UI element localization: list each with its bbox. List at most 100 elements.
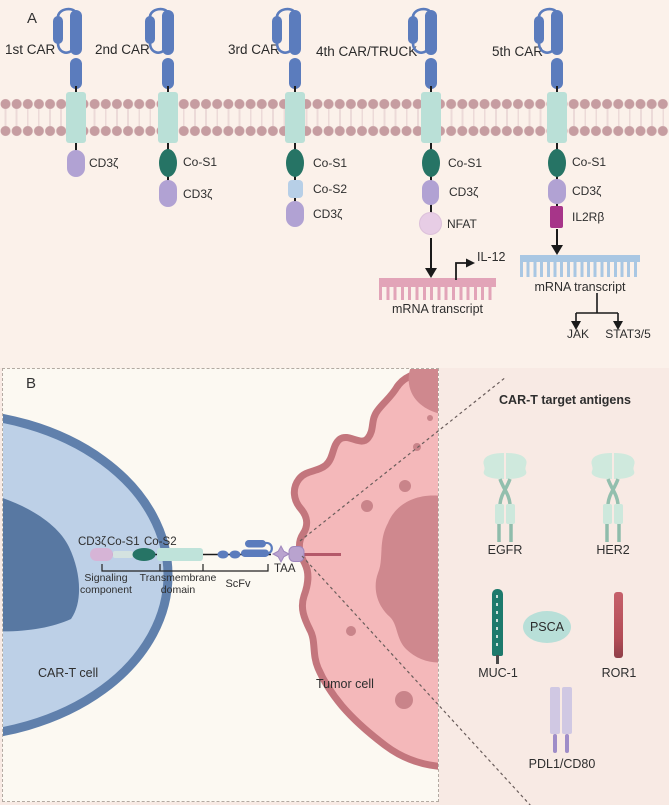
cell-membrane bbox=[0, 98, 669, 137]
jak-stat-branch bbox=[571, 293, 623, 330]
pdl1-stem bbox=[553, 734, 557, 753]
car1-transmembrane-domain bbox=[66, 92, 86, 143]
car3-cos2-domain bbox=[288, 180, 303, 198]
car1-cd3z-domain bbox=[67, 150, 85, 177]
car4-cd3z-domain bbox=[422, 180, 439, 205]
car2-title: 2nd CAR bbox=[95, 42, 150, 57]
egfr-label: EGFR bbox=[487, 543, 523, 557]
car5-il2rb-label: IL2Rβ bbox=[572, 210, 605, 224]
car5-mrna-label: mRNA transcript bbox=[534, 280, 626, 294]
car2-cos1-domain bbox=[159, 149, 177, 177]
car4-mrna-transcript bbox=[379, 278, 496, 300]
ror1-antigen-icon bbox=[614, 592, 623, 658]
car4-cd3z-label: CD3ζ bbox=[449, 185, 479, 199]
construct-linker-2 bbox=[229, 550, 241, 559]
scfv-head-icon bbox=[272, 7, 301, 89]
car2-cd3z-domain bbox=[159, 180, 177, 207]
region-brackets bbox=[101, 564, 269, 572]
psca-label: PSCA bbox=[529, 620, 565, 634]
car3-title: 3rd CAR bbox=[228, 42, 280, 57]
car-t-cell-label: CAR-T cell bbox=[38, 666, 99, 680]
psca-antigen-icon: PSCA bbox=[523, 611, 571, 643]
taa-antigen-star bbox=[271, 544, 291, 564]
car1-spine bbox=[75, 143, 77, 155]
car1-cd3z-label: CD3ζ bbox=[89, 156, 119, 170]
car5-cos1-label: Co-S1 bbox=[572, 155, 607, 169]
car4-cos1-domain bbox=[422, 149, 440, 177]
car3-cos1-domain bbox=[286, 149, 304, 177]
signaling-component-label: Signaling component bbox=[80, 572, 132, 596]
scfv-label: ScFv bbox=[225, 578, 251, 590]
car-t-cell-body bbox=[3, 413, 173, 737]
construct-cd3z bbox=[90, 548, 113, 561]
car4-title: 4th CAR/TRUCK bbox=[316, 44, 418, 59]
egfr-receptor-icon bbox=[483, 453, 527, 542]
car5-arrow-head bbox=[551, 245, 563, 255]
construct-cos1 bbox=[113, 551, 133, 558]
car5-mrna-transcript bbox=[520, 255, 640, 277]
stat-label: STAT3/5 bbox=[605, 327, 651, 341]
construct-cos2-label: Co-S2 bbox=[144, 536, 177, 548]
jak-label: JAK bbox=[566, 327, 589, 341]
car5-cos1-domain bbox=[548, 149, 566, 177]
il12-label: IL-12 bbox=[477, 250, 506, 264]
construct-transmembrane bbox=[157, 548, 203, 561]
antigen-panel-title: CAR-T target antigens bbox=[499, 393, 631, 407]
pdl1-bar-icon bbox=[550, 687, 560, 734]
panel-b-letter: B bbox=[26, 375, 37, 392]
her2-label: HER2 bbox=[596, 543, 630, 557]
muc1-stem bbox=[496, 655, 499, 664]
tumor-cell-label: Tumor cell bbox=[316, 677, 374, 691]
construct-linker-1 bbox=[217, 550, 229, 559]
muc1-antigen-icon bbox=[492, 589, 503, 656]
car3-transmembrane-domain bbox=[285, 92, 305, 143]
car-t-cell-nucleus bbox=[3, 498, 80, 632]
scfv-head-icon bbox=[534, 7, 563, 89]
car2-transmembrane-domain bbox=[158, 92, 178, 143]
construct-cos1-label: Co-S1 bbox=[107, 536, 140, 548]
car4-arrow-line bbox=[430, 238, 432, 269]
il12-bent-arrow bbox=[455, 258, 475, 280]
car3-cos2-label: Co-S2 bbox=[313, 182, 348, 196]
car3-cd3z-label: CD3ζ bbox=[313, 207, 343, 221]
car4-arrow-head bbox=[425, 268, 437, 278]
pdl1-cd80-label: PDL1/CD80 bbox=[528, 757, 596, 771]
ror1-label: ROR1 bbox=[601, 666, 637, 680]
scfv-head-icon bbox=[53, 7, 82, 89]
car3-cd3z-domain bbox=[286, 201, 304, 227]
taa-label: TAA bbox=[274, 563, 296, 575]
membrane-inner-leaflet bbox=[0, 125, 669, 137]
car4-nfat-label: NFAT bbox=[447, 217, 477, 231]
construct-scfv-vl bbox=[241, 549, 269, 557]
car5-title: 5th CAR bbox=[492, 44, 544, 59]
construct-scfv-vh bbox=[245, 540, 266, 548]
car3-cos1-label: Co-S1 bbox=[313, 156, 348, 170]
construct-cos2 bbox=[132, 548, 156, 561]
taa-antigen-body bbox=[288, 546, 305, 562]
transmembrane-domain-label: Transmembrane domain bbox=[139, 572, 217, 596]
her2-receptor-icon bbox=[591, 453, 635, 542]
car4-mrna-label: mRNA transcript bbox=[392, 302, 483, 316]
car5-stalk bbox=[556, 86, 558, 94]
car4-stalk bbox=[430, 86, 432, 94]
scfv-head-icon bbox=[145, 7, 174, 89]
car5-transmembrane-domain bbox=[547, 92, 567, 143]
construct-cd3z-label: CD3ζ bbox=[78, 536, 107, 548]
cd80-bar-icon bbox=[562, 687, 572, 734]
car5-arrow-line bbox=[556, 229, 558, 246]
car2-cos1-label: Co-S1 bbox=[183, 155, 218, 169]
car2-stalk bbox=[167, 86, 169, 94]
car4-spine bbox=[430, 143, 432, 216]
panel-a-letter: A bbox=[27, 10, 38, 27]
car5-cd3z-label: CD3ζ bbox=[572, 184, 602, 198]
membrane-lipid-tails bbox=[0, 109, 669, 126]
scfv-head-icon bbox=[408, 7, 437, 89]
car1-title: 1st CAR bbox=[5, 42, 56, 57]
car4-transmembrane-domain bbox=[421, 92, 441, 143]
car5-il2rb-domain bbox=[550, 206, 563, 228]
car1-stalk bbox=[75, 86, 77, 94]
car4-nfat-factor bbox=[419, 212, 442, 235]
car3-stalk bbox=[294, 86, 296, 94]
car4-cos1-label: Co-S1 bbox=[448, 156, 483, 170]
